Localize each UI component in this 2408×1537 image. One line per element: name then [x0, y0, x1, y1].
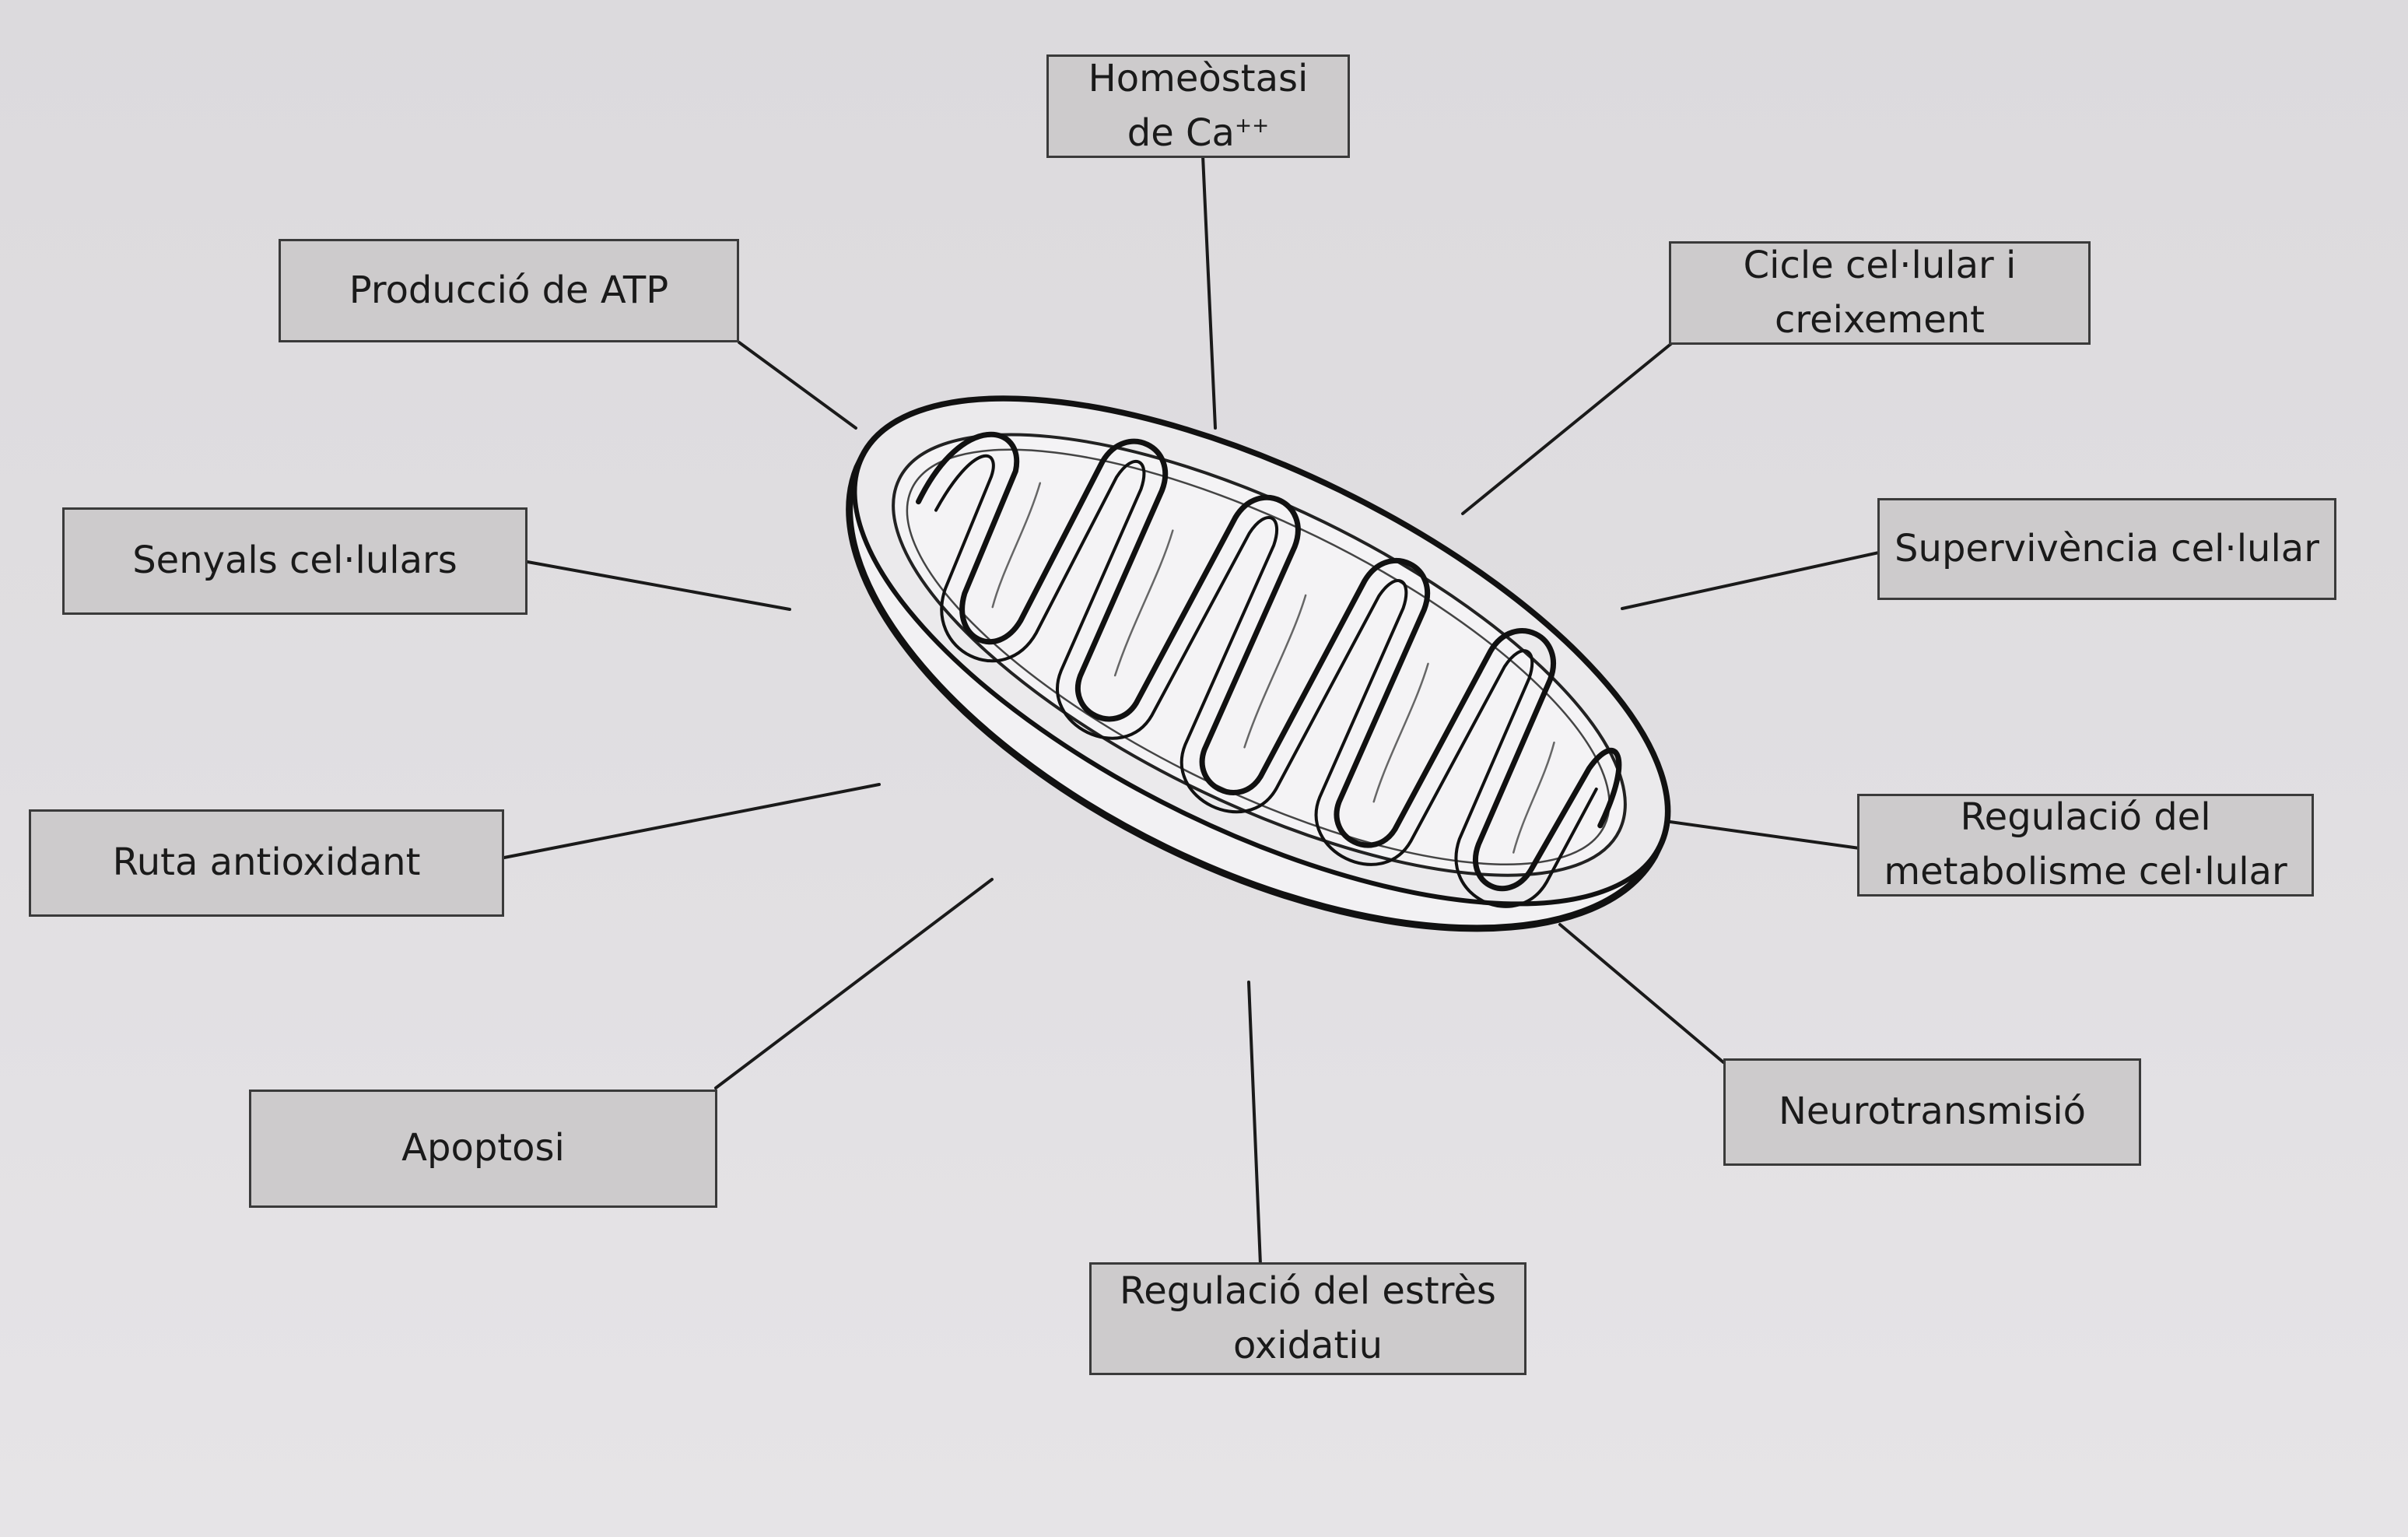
label-homeostasi-line1: Homeòstasi	[1088, 56, 1309, 100]
matrix-detail	[991, 482, 1555, 854]
label-apoptosi: Apoptosi	[249, 1090, 717, 1208]
connector-atp	[738, 341, 857, 430]
connector-apoptosi	[714, 878, 994, 1090]
connector-senyals	[526, 560, 791, 611]
label-homeostasi-line2: de Ca++	[1127, 107, 1269, 161]
label-produccio-atp: Producció de ATP	[279, 239, 739, 342]
label-regulacio-metabolisme: Regulació del metabolisme cel·lular	[1857, 794, 2314, 897]
label-apoptosi-text: Apoptosi	[401, 1126, 565, 1170]
label-ruta-text: Ruta antioxidant	[112, 840, 421, 885]
label-estres-line1: Regulació del estrès	[1120, 1269, 1496, 1313]
cristae	[915, 431, 1622, 908]
label-senyals-cellulars: Senyals cel·lulars	[62, 507, 528, 615]
label-supervivencia-cellular: Supervivència cel·lular	[1877, 498, 2336, 600]
label-metabolisme-line2: metabolisme cel·lular	[1884, 850, 2287, 893]
connector-ruta	[503, 783, 881, 859]
label-cicle-line1: Cicle cel·lular i	[1743, 243, 2017, 287]
label-homeostasi-ca-text: de Ca	[1127, 111, 1235, 155]
label-cicle-cellular: Cicle cel·lular i creixement	[1669, 241, 2091, 345]
inner-membrane-edge	[906, 448, 1611, 865]
label-metabolisme-line1: Regulació del	[1960, 795, 2211, 840]
connector-metabolisme	[1652, 818, 1861, 850]
label-supervivencia-text: Supervivència cel·lular	[1895, 526, 2319, 570]
label-atp-text: Producció de ATP	[349, 268, 669, 312]
connector-neuro	[1558, 923, 1725, 1064]
connector-estres	[1247, 981, 1262, 1266]
label-neuro-text: Neurotransmisió	[1778, 1090, 2087, 1134]
connector-homeostasi	[1201, 154, 1217, 430]
label-senyals-text: Senyals cel·lulars	[132, 539, 457, 583]
connector-cicle	[1461, 341, 1674, 515]
label-homeostasi-ca: Homeòstasi de Ca++	[1046, 54, 1350, 158]
label-estres-line2: oxidatiu	[1232, 1323, 1383, 1367]
label-regulacio-estres-oxidatiu: Regulació del estrès oxidatiu	[1089, 1262, 1526, 1375]
inner-membrane	[892, 433, 1627, 877]
connector-supervivencia	[1621, 551, 1880, 610]
label-ruta-antioxidant: Ruta antioxidant	[29, 809, 504, 917]
label-cicle-line2: creixement	[1775, 297, 1985, 342]
mitochondrion-illustration	[846, 395, 1671, 932]
label-neurotransmisio: Neurotransmisió	[1723, 1058, 2141, 1166]
label-homeostasi-superscript: ++	[1234, 113, 1270, 138]
